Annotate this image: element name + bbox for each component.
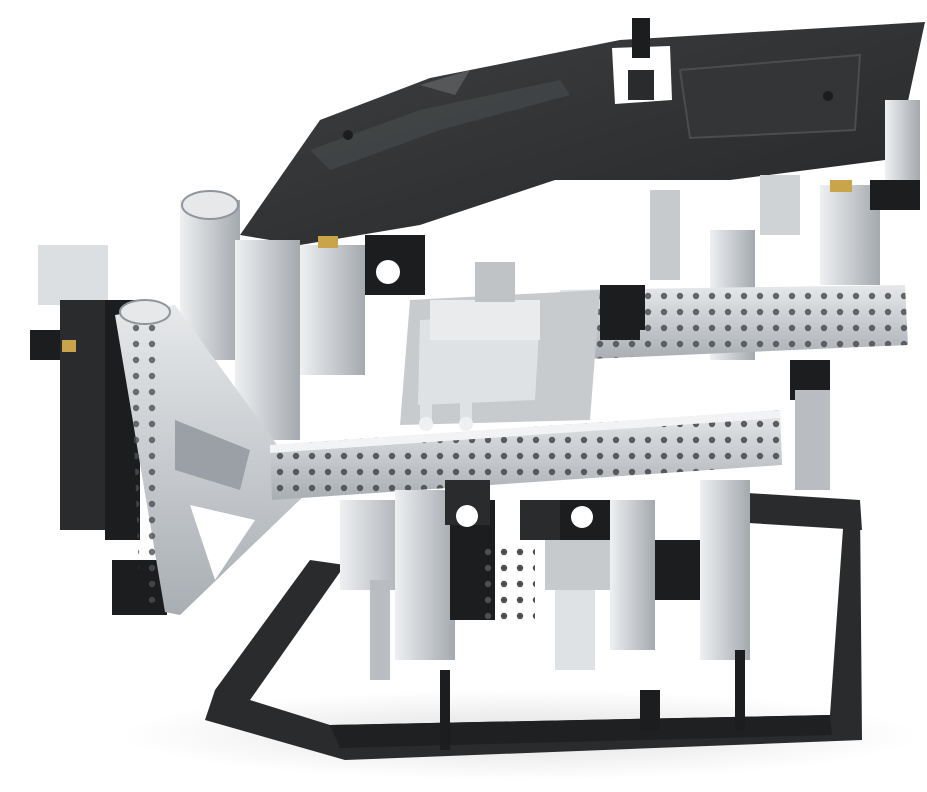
lower-clamps xyxy=(340,300,830,750)
center-plate xyxy=(400,262,600,431)
top-panel xyxy=(240,18,925,245)
front-beam xyxy=(270,410,782,500)
right-beam xyxy=(560,285,908,400)
triangular-gusset xyxy=(115,299,310,615)
